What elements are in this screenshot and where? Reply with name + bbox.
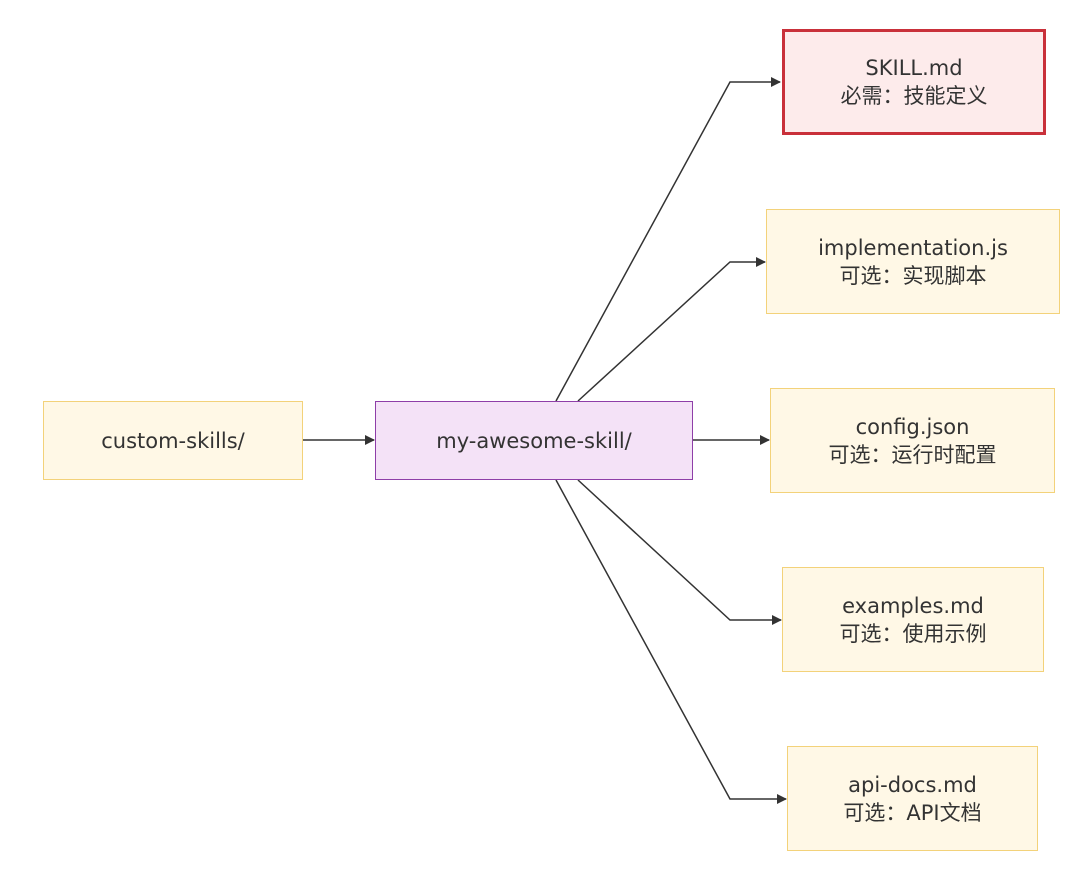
node-config-json-desc: 可选：运行时配置 <box>828 442 997 467</box>
node-my-awesome-skill-label: my-awesome-skill/ <box>436 428 632 453</box>
edge-skill-to-examples <box>577 479 782 625</box>
node-examples-md-name: examples.md <box>842 593 984 618</box>
node-implementation-js-desc: 可选：实现脚本 <box>839 263 987 288</box>
node-config-json-name: config.json <box>855 414 970 439</box>
edge-skill-to-implementation <box>577 257 766 402</box>
node-implementation-js[interactable]: implementation.js 可选：实现脚本 <box>766 209 1060 314</box>
node-skill-md-desc: 必需：技能定义 <box>840 84 988 108</box>
node-custom-skills[interactable]: custom-skills/ <box>43 401 303 480</box>
node-implementation-js-name: implementation.js <box>818 235 1008 260</box>
node-config-json[interactable]: config.json 可选：运行时配置 <box>770 388 1055 493</box>
node-api-docs-md-desc: 可选：API文档 <box>843 800 982 825</box>
node-custom-skills-label: custom-skills/ <box>101 428 245 453</box>
edge-skill-to-api-docs <box>555 479 787 804</box>
node-examples-md[interactable]: examples.md 可选：使用示例 <box>782 567 1044 672</box>
node-examples-md-desc: 可选：使用示例 <box>839 621 987 646</box>
node-skill-md[interactable]: SKILL.md 必需：技能定义 <box>782 29 1046 135</box>
edge-skill-to-skill-md <box>555 77 781 402</box>
node-api-docs-md[interactable]: api-docs.md 可选：API文档 <box>787 746 1038 851</box>
node-skill-md-name: SKILL.md <box>865 56 963 80</box>
node-api-docs-md-name: api-docs.md <box>848 772 977 797</box>
node-my-awesome-skill[interactable]: my-awesome-skill/ <box>375 401 693 480</box>
